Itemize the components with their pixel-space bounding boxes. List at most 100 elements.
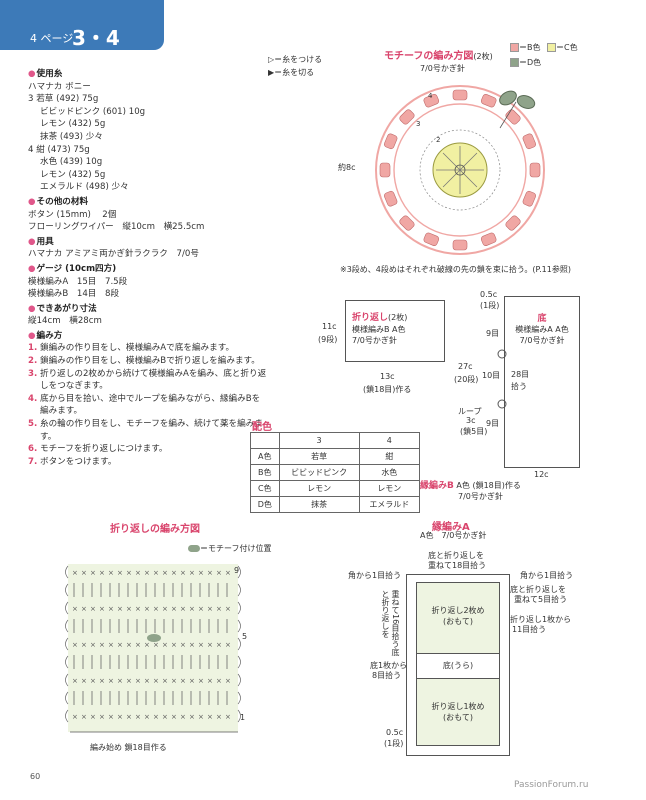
motif-leaf [499, 90, 517, 106]
table-cell: エメラルド [358, 496, 421, 513]
stitch-mark: × [225, 605, 231, 613]
table-row: C色レモンレモン [250, 480, 421, 497]
legend-attach-text: ＝糸をつける [274, 55, 323, 64]
stitch-mark: × [135, 569, 141, 577]
motif-petal [384, 133, 398, 150]
table-cell: A色 [250, 448, 280, 465]
stitch-mark: × [207, 641, 213, 649]
edge-a-panel-bottom: 折り返し1枚め (おもて) [416, 678, 500, 746]
bottom-rows-9a: 9目 [486, 329, 500, 338]
turning-chain [65, 673, 69, 687]
bottom-schematic-box: 底 模様編みA A色 7/0号かぎ針 28目 拾う [504, 296, 580, 468]
motif-hook: 7/0号かぎ針 [420, 64, 465, 73]
stitch-mark: × [180, 677, 186, 685]
yarn-brand: ハマナカ ボニー [28, 81, 91, 92]
stitch-mark: × [153, 605, 159, 613]
motif-title-block: モチーフの編み方図(2枚) 7/0号かぎ針 [384, 44, 493, 74]
stitch-mark: × [153, 569, 159, 577]
bottom-title: 底 [537, 314, 547, 324]
swatch-d [510, 58, 519, 67]
bottom-hook: 7/0号かぎ針 [519, 336, 565, 345]
fold-title: 折り返し [352, 313, 389, 323]
gauge-title: ゲージ (10cm四方) [28, 263, 268, 276]
edge-b-chain: (鎖18目)作る [472, 481, 521, 490]
loop-chain: (鎖5目) [460, 427, 488, 436]
page-header-tab: 4 ページ 3・4 [0, 0, 164, 50]
fold-chart-legend-text: ＝モチーフ付け位置 [200, 544, 272, 553]
fold-height-rows: (9段) [318, 335, 338, 344]
step-number: 1. [28, 343, 38, 354]
pattern-numbers: 3・4 [72, 26, 120, 50]
page-label: 4 ページ [30, 32, 74, 45]
table-row: A色若草紺 [250, 448, 421, 465]
stitch-mark: × [81, 641, 87, 649]
stitch-mark: × [162, 605, 168, 613]
edge-a-right-note-4: 11目拾う [512, 625, 547, 634]
stitch-mark: × [198, 641, 204, 649]
motif-title: モチーフの編み方図 [384, 51, 474, 62]
fold-width-chain: (鎖18目)作る [363, 385, 412, 394]
motif-leaf [516, 95, 536, 109]
turning-chain [65, 709, 69, 723]
edge-a-panel-mid: 底(うら) [416, 654, 500, 678]
color-b-text: ＝B色 [519, 43, 541, 52]
item4-line: エメラルド (498) 少々 [40, 182, 129, 193]
stitch-mark: × [135, 641, 141, 649]
stitch-mark: × [81, 569, 87, 577]
stitch-mark: × [216, 713, 222, 721]
motif-petal [399, 109, 415, 125]
panel-top-line-1: 折り返し2枚め [431, 606, 485, 615]
motif-color-legend: ＝B色 ＝C色 ＝D色 [510, 42, 578, 68]
motif-center-ring [454, 164, 466, 176]
stitch-mark: × [225, 713, 231, 721]
stitch-mark: × [117, 677, 123, 685]
stitch-mark: × [189, 605, 195, 613]
watermark: PassionForum.ru [514, 780, 589, 790]
table-cell: D色 [250, 496, 280, 513]
bottom-top-dim: 0.5c [480, 290, 498, 299]
stitch-mark: × [108, 713, 114, 721]
stitch-mark: × [144, 641, 150, 649]
bottom-pattern: 模様編みA A色 [515, 325, 569, 334]
motif-count: (2枚) [473, 52, 493, 61]
motif-petal [452, 89, 468, 101]
motif-round-label: 2 [436, 136, 440, 144]
stitch-mark: × [117, 713, 123, 721]
stitch-mark: × [207, 713, 213, 721]
turning-chain [237, 583, 241, 597]
color-d-text: ＝D色 [519, 58, 542, 67]
edge-b-hook: 7/0号かぎ針 [458, 492, 503, 501]
stitch-mark: × [207, 569, 213, 577]
edge-b-title: 縁編みB [420, 481, 454, 491]
step-text: 鎖編みの作り目をし、模様編みBで折り返しを編みます。 [39, 356, 260, 367]
turning-chain [237, 637, 241, 651]
stitch-mark: × [189, 641, 195, 649]
table-cell: レモン [278, 480, 360, 497]
step-number: 5. [28, 419, 38, 430]
stitch-mark: × [153, 713, 159, 721]
step-item: 1. 鎖編みの作り目をし、模様編みAで底を編みます。 [28, 342, 268, 355]
stitch-mark: × [189, 569, 195, 577]
edge-b-label: 縁編みB A色 (鎖18目)作る 7/0号かぎ針 [420, 478, 521, 502]
stitch-mark: × [171, 569, 177, 577]
step-item: 5. 糸の輪の作り目をし、モチーフを編み、続けて薬を編みます。 [28, 418, 268, 443]
turning-chain [65, 565, 69, 579]
fold-chart-legend: ＝モチーフ付け位置 [188, 543, 272, 554]
turning-chain [237, 691, 241, 705]
bottom-rows-10: 10目 [482, 371, 501, 380]
step-text: 底から目を拾い、途中でループを編みながら、縁編みBを編みます。 [39, 393, 261, 417]
color-table-header-cell [250, 432, 280, 449]
table-cell: B色 [250, 464, 280, 481]
stitch-mark: × [135, 713, 141, 721]
bottom-pick-label: 拾う [511, 382, 527, 391]
stitch-mark: × [117, 641, 123, 649]
bottom-width: 12c [534, 470, 549, 479]
stitch-mark: × [180, 569, 186, 577]
stitch-mark: × [207, 677, 213, 685]
fold-count: (2枚) [388, 313, 408, 322]
legend-cut-text: ＝糸を切る [274, 68, 315, 77]
turning-chain [237, 619, 241, 633]
stitch-mark: × [126, 713, 132, 721]
